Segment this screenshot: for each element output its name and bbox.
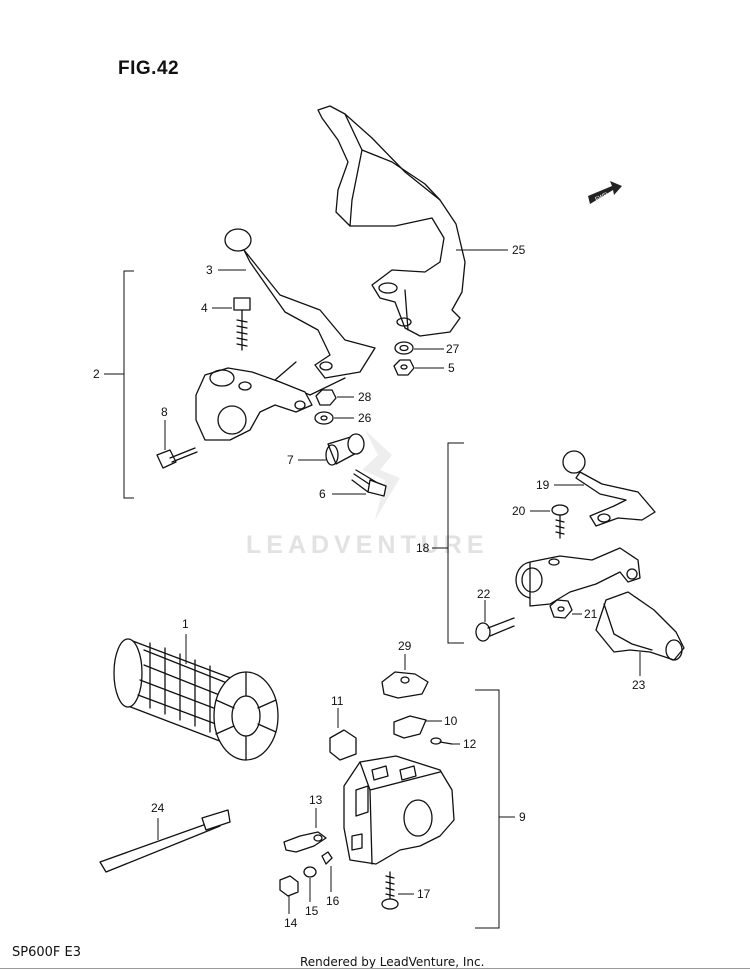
washer-27 [394,341,444,355]
fwd-arrow-label: FWD [594,192,610,203]
hot-start-holder [515,547,641,607]
label-part-24: 24 [151,801,165,815]
model-code: SP600F E3 [12,945,81,960]
label-part-3: 3 [206,263,213,277]
label-part-27: 27 [446,342,460,356]
fwd-arrow-icon: FWD [588,181,622,204]
label-part-5: 5 [448,361,455,375]
label-part-23: 23 [632,678,646,692]
label-part-21: 21 [584,607,598,621]
label-part-10: 10 [444,714,458,728]
cable-band [99,809,231,873]
label-part-15: 15 [305,904,319,918]
ball-15 [303,866,317,902]
pivot-screw-20 [530,504,569,539]
label-part-1: 1 [182,617,189,631]
handlebar-grip [113,634,279,761]
lever-cover-23 [595,591,685,676]
hot-start-lever [554,450,656,527]
pivot-bolt [212,297,251,351]
label-part-26: 26 [358,411,372,425]
spring-16 [321,851,333,892]
label-part-18: 18 [416,541,430,555]
group-bracket-2 [104,270,134,499]
watermark-emblem [362,430,400,520]
label-part-8: 8 [161,405,168,419]
label-part-28: 28 [358,390,372,404]
screw-22 [475,600,515,642]
part-labels: 1 2 3 4 5 6 7 8 9 10 11 12 13 14 15 16 1… [93,243,646,930]
adjusting-screw-6 [332,469,387,497]
contact-plate-13 [283,808,327,853]
group-bracket-18 [432,442,464,644]
nut-21 [549,599,582,619]
hand-guard [317,105,508,337]
washer-26 [314,411,354,425]
label-part-20: 20 [512,504,526,518]
label-part-2: 2 [93,367,100,381]
label-part-22: 22 [477,587,491,601]
switch-housing [343,755,455,865]
label-part-4: 4 [201,301,208,315]
figure-title: FIG.42 [118,58,180,79]
label-part-12: 12 [463,737,477,751]
nut-28 [315,389,354,406]
label-part-25: 25 [512,243,526,257]
screw-17 [381,871,414,910]
screw-12 [430,737,460,745]
label-part-16: 16 [326,894,340,908]
holder-bolt [156,420,198,469]
label-part-9: 9 [519,810,526,824]
label-part-13: 13 [309,793,323,807]
switch-knob-11 [329,708,357,761]
label-part-29: 29 [398,639,412,653]
lever-holder [195,367,313,441]
footer-divider [0,968,750,969]
nut-5 [393,359,444,376]
switch-part-29 [381,654,429,699]
label-part-17: 17 [417,887,431,901]
label-part-14: 14 [284,916,298,930]
clip-14 [279,875,299,914]
label-part-6: 6 [319,487,326,501]
label-part-7: 7 [287,453,294,467]
adjuster-7 [298,433,365,466]
watermark: LEADVENTURE [246,531,489,559]
label-part-11: 11 [331,694,344,708]
switch-knob-10 [393,715,442,739]
rendered-by-credit: Rendered by LeadVenture, Inc. [300,955,485,969]
group-bracket-9 [475,689,515,929]
label-part-19: 19 [536,478,550,492]
